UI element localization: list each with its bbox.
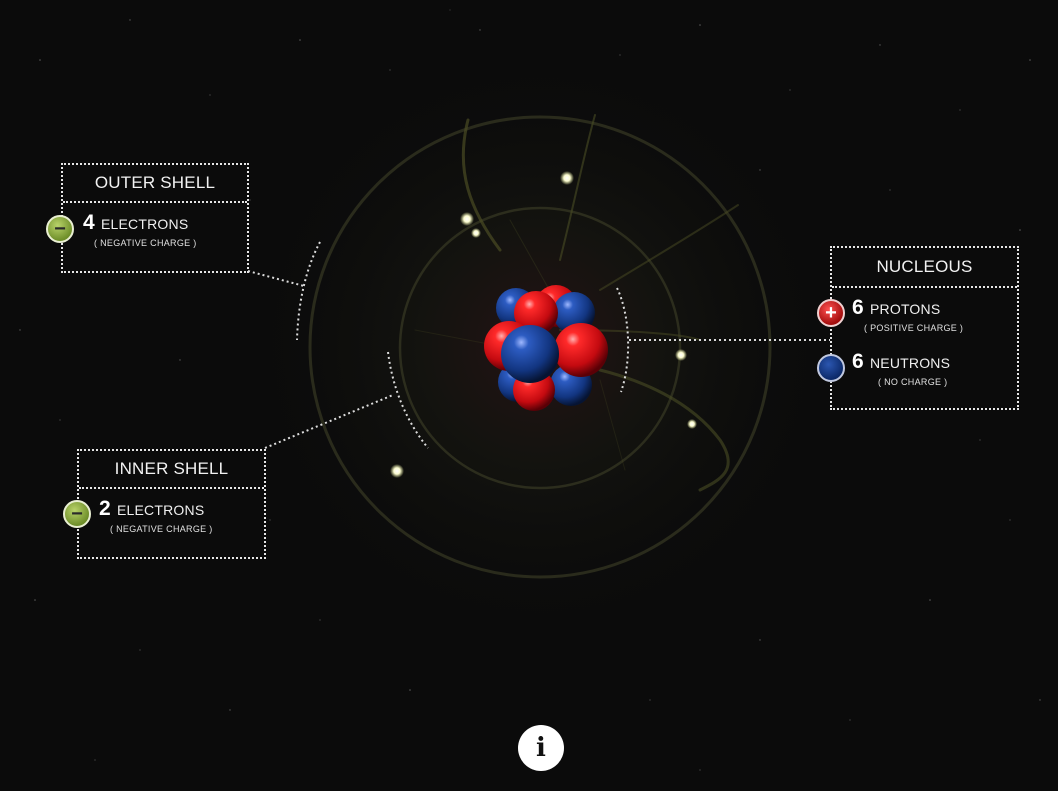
neutron — [501, 325, 559, 383]
info-icon: i — [536, 733, 546, 763]
proton-unit: PROTONS — [870, 301, 941, 317]
protons-row: + 6 PROTONS ( POSITIVE CHARGE ) — [817, 288, 1017, 342]
outer-shell-title: OUTER SHELL — [63, 165, 247, 203]
inner-shell-panel: INNER SHELL − 2 ELECTRONS ( NEGATIVE CHA… — [63, 449, 266, 559]
inner-shell-electrons-row: − 2 ELECTRONS ( NEGATIVE CHARGE ) — [63, 489, 264, 543]
neutron-unit: NEUTRONS — [870, 355, 951, 371]
electron — [471, 228, 481, 238]
inner-electron-charge: ( NEGATIVE CHARGE ) — [110, 524, 213, 534]
leader-lines — [247, 270, 830, 449]
inner-electron-unit: ELECTRONS — [117, 502, 205, 518]
neutron-count: 6 — [852, 350, 864, 373]
electron — [687, 419, 697, 429]
inner-shell-title: INNER SHELL — [79, 451, 264, 489]
shell-brackets — [296, 241, 630, 449]
proton-count: 6 — [852, 296, 864, 319]
proton-charge: ( POSITIVE CHARGE ) — [864, 323, 964, 333]
inner-shell-ring — [398, 206, 682, 490]
minus-icon: − — [46, 215, 74, 243]
orbit-trails — [414, 114, 739, 492]
neutron-charge: ( NO CHARGE ) — [878, 377, 948, 387]
electrons — [390, 171, 697, 478]
outer-electron-unit: ELECTRONS — [101, 216, 189, 232]
electron — [390, 464, 404, 478]
electron — [460, 212, 474, 226]
outer-shell-electrons-row: − 4 ELECTRONS ( NEGATIVE CHARGE ) — [46, 203, 247, 257]
info-button[interactable]: i — [518, 725, 564, 771]
plus-icon: + — [817, 299, 845, 327]
neutral-icon — [817, 354, 845, 382]
inner-electron-count: 2 — [99, 497, 111, 520]
nucleus-title: NUCLEOUS — [832, 248, 1017, 288]
electron — [560, 171, 574, 185]
outer-electron-count: 4 — [83, 211, 95, 234]
proton — [514, 291, 558, 335]
neutrons-row: 6 NEUTRONS ( NO CHARGE ) — [817, 342, 1017, 396]
proton — [554, 323, 608, 377]
outer-electron-charge: ( NEGATIVE CHARGE ) — [94, 238, 197, 248]
electron — [675, 349, 687, 361]
nucleus — [484, 285, 608, 411]
outer-shell-panel: OUTER SHELL − 4 ELECTRONS ( NEGATIVE CHA… — [46, 163, 249, 273]
outer-shell-ring — [308, 115, 772, 579]
minus-icon: − — [63, 500, 91, 528]
nucleus-panel: NUCLEOUS + 6 PROTONS ( POSITIVE CHARGE )… — [817, 246, 1019, 410]
